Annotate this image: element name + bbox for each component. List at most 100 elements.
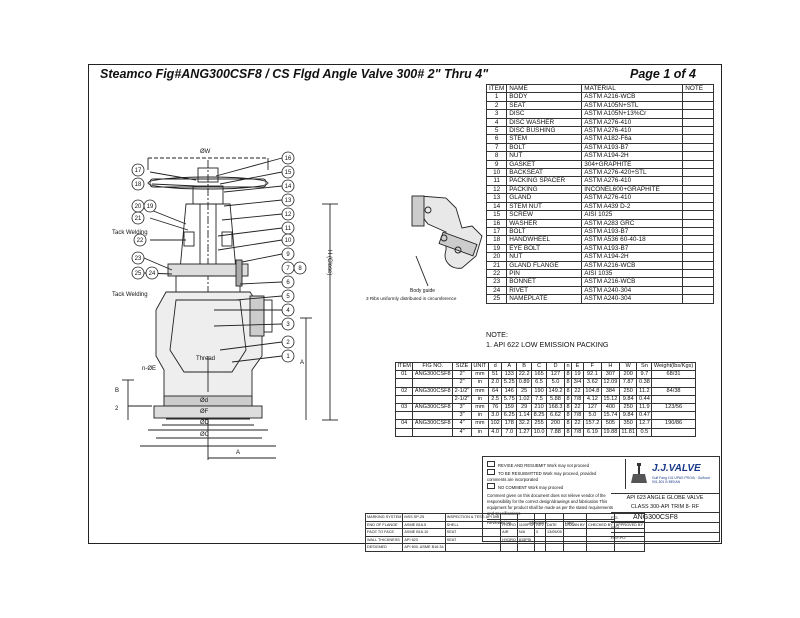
dimensions-cell: 2-1/2"	[452, 394, 472, 405]
inspection-cell: ASME B16.5	[402, 520, 446, 530]
inspection-cell: ASME B16.10	[402, 528, 446, 537]
dimensions-cell: 200	[545, 419, 565, 429]
part-bubble-label: 13	[285, 198, 292, 204]
dimensions-cell	[412, 378, 454, 388]
dimensions-cell: 5.88	[545, 394, 565, 405]
dimensions-cell: in	[470, 427, 489, 437]
label-A-vertical: A	[300, 360, 305, 366]
materials-cell: 25	[485, 294, 508, 304]
materials-cell: NAMEPLATE	[506, 294, 583, 304]
inspection-cell	[534, 535, 546, 545]
check-2: TO BE RESUBMITTED Work may proceed, prov…	[487, 471, 597, 482]
dimensions-cell: 4"	[452, 427, 472, 437]
part-bubble-label: 6	[286, 280, 290, 286]
inspection-cell: API 623	[402, 535, 446, 545]
dimensions-cell: 168.3	[545, 403, 565, 413]
dimensions-cell: 5.25	[501, 378, 518, 388]
dimensions-header-cell: C	[531, 361, 547, 372]
dimensions-cell: 04	[394, 419, 414, 429]
materials-cell: 8	[485, 151, 508, 161]
materials-note-cell	[682, 268, 715, 279]
part-bubble-label: 10	[285, 238, 292, 244]
dimensions-cell	[394, 378, 414, 388]
materials-note-cell	[682, 168, 715, 178]
dimensions-cell: 8	[563, 386, 573, 396]
materials-cell: BONNET	[506, 277, 583, 287]
materials-cell: ASTM A283 GRC	[581, 218, 684, 228]
part-bubble-label: 19	[147, 204, 154, 210]
dimensions-cell: 250	[618, 403, 638, 413]
inspection-cell	[586, 513, 615, 522]
dimensions-cell: 350	[618, 419, 638, 429]
materials-cell: ASTM A193-B7	[581, 243, 684, 254]
materials-note-cell	[682, 252, 715, 262]
dimensions-cell	[651, 411, 696, 421]
label-phi-w: ØW	[200, 149, 211, 155]
label-body-guide: Body guide	[410, 288, 436, 294]
dimensions-cell: 0.44	[636, 394, 653, 405]
company-sub: Gulf Fang 101 UPAS PRO/A · Gulfood · 901…	[652, 476, 712, 484]
dimensions-cell: mm	[470, 419, 489, 429]
materials-cell: ASTM A193-B7	[581, 142, 684, 153]
dimensions-cell: 25	[516, 386, 533, 396]
materials-note-cell	[682, 159, 715, 170]
label-phi-C: ØC	[200, 432, 209, 438]
part-bubble-label: 14	[285, 184, 292, 190]
part-bubble	[281, 349, 295, 363]
inspection-cell: DRAWN BY	[562, 520, 588, 530]
materials-cell: ASTM A276-410	[581, 126, 684, 136]
part-bubble	[281, 233, 295, 247]
dimensions-cell: 15.12	[600, 394, 620, 405]
part-bubble	[281, 289, 295, 303]
dimensions-cell: 127	[545, 370, 565, 380]
dimensions-cell	[651, 427, 696, 437]
materials-cell: 10	[485, 168, 508, 178]
materials-note-cell	[682, 235, 715, 245]
part-bubble-label: 23	[135, 256, 142, 262]
materials-cell: SEAT	[506, 100, 583, 111]
part-bubble-label: 17	[135, 168, 142, 174]
note-item: 1. API 622 LOW EMISSION PACKING	[486, 340, 609, 349]
dimensions-cell: 7/8	[571, 411, 584, 421]
inspection-cell	[613, 513, 646, 522]
materials-cell: ASTM A182-F6a	[581, 134, 684, 144]
dimensions-cell	[412, 427, 454, 437]
dimensions-cell: 3.0	[487, 411, 503, 421]
dimensions-cell	[412, 394, 454, 405]
dimensions-cell: 6.62	[545, 411, 565, 421]
part-bubble	[281, 317, 295, 331]
materials-cell: PACKING	[506, 184, 583, 195]
part-bubble	[281, 165, 295, 179]
dimensions-cell: 157.2	[582, 419, 602, 429]
materials-cell: ASTM A276-410	[581, 117, 684, 128]
dimensions-header-cell: FIG NO.	[412, 361, 454, 372]
dimensions-cell: 7/8	[571, 394, 584, 405]
label-A-horizontal: A	[236, 450, 241, 456]
dimensions-cell: 210	[531, 403, 547, 413]
materials-cell: 13	[485, 193, 508, 203]
dimensions-cell: 190	[531, 386, 547, 396]
part-bubble-label: 12	[285, 212, 292, 218]
dimensions-cell: 505	[600, 419, 620, 429]
materials-cell: 5	[485, 126, 508, 136]
inspection-cell	[562, 513, 588, 522]
label-phi-d: Ød	[200, 398, 209, 404]
part-bubble	[145, 266, 159, 280]
dimensions-cell: 22	[571, 386, 584, 396]
dimensions-cell: 1.02	[516, 394, 533, 405]
materials-note-cell	[682, 226, 715, 237]
part-bubble-label: 22	[137, 238, 144, 244]
inspection-cell	[500, 513, 518, 522]
materials-cell: BACKSEAT	[506, 168, 583, 178]
inspection-cell	[613, 528, 646, 537]
materials-cell: DISC WASHER	[506, 117, 583, 128]
